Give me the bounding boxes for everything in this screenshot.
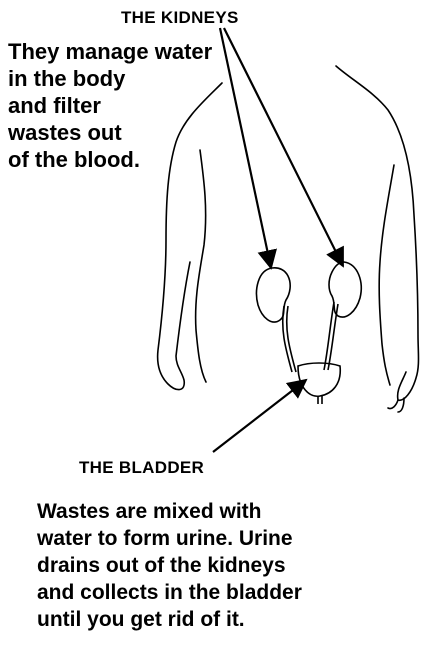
body-outline-right-torso [379,165,394,385]
left-kidney-shape [257,268,291,322]
urethra [318,396,322,404]
arrow-to-bladder [213,380,306,452]
right-kidney-shape [329,262,361,317]
kidneys-title: THE KIDNEYS [121,8,239,28]
bladder-shape [298,363,340,396]
kidneys-description: They manage water in the body and filter… [8,38,278,173]
left-ureter [283,306,296,372]
body-outline-right-arm [336,66,419,400]
bladder-title: THE BLADDER [79,458,204,478]
right-ureter [324,302,338,370]
body-outline-left-torso [196,150,206,382]
bladder-description: Wastes are mixed with water to form urin… [37,498,427,633]
